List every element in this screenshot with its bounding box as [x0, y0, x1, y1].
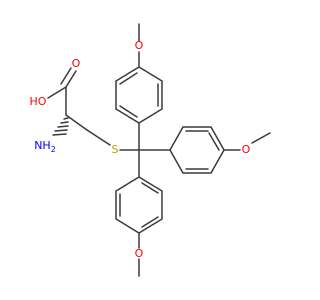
top-ring-double-1	[119, 72, 138, 85]
bottom-phenyl-ring	[115, 176, 163, 234]
atom-amine: NH2	[34, 139, 56, 154]
atom-labels: O O O HO O NH2 S	[30, 39, 251, 260]
right-phenyl-ring	[169, 126, 225, 174]
bond-sulfur-ch2	[86, 129, 111, 146]
wedge-hash-1	[63, 117, 69, 120]
stereo-hashed-wedge	[52, 117, 69, 136]
right-ring-double-3	[208, 132, 220, 151]
bond-carboxyl-oh	[47, 86, 67, 99]
bond-ch2-alpha	[65, 114, 88, 131]
wedge-hash-4	[54, 129, 68, 132]
atom-o-top-methoxy: O	[135, 39, 144, 52]
bond-right-methoxy-ch3	[251, 132, 271, 144]
atom-hydroxyl: HO	[30, 95, 47, 108]
amine-main: NH	[34, 139, 51, 152]
atom-o-carbonyl: O	[72, 57, 81, 70]
atom-sulfur: S	[112, 143, 119, 156]
atom-o-bottom-methoxy: O	[135, 247, 144, 260]
bottom-ring-double-1	[141, 182, 159, 194]
bonds	[47, 23, 271, 277]
molecule-diagram: O O O HO O NH2 S	[30, 23, 271, 277]
bottom-ring-double-2	[141, 216, 159, 228]
wedge-hash-3	[57, 125, 69, 128]
bond-carboxyl-o-2	[60, 67, 72, 85]
bond-carboxyl-o-1	[65, 70, 77, 88]
top-phenyl-ring	[115, 66, 163, 124]
top-ring-double-2	[119, 105, 138, 118]
wedge-hash-2	[60, 121, 69, 124]
amine-subscript: 2	[51, 145, 56, 154]
atom-o-right-methoxy: O	[242, 143, 251, 156]
wedge-hash-5	[52, 133, 67, 136]
